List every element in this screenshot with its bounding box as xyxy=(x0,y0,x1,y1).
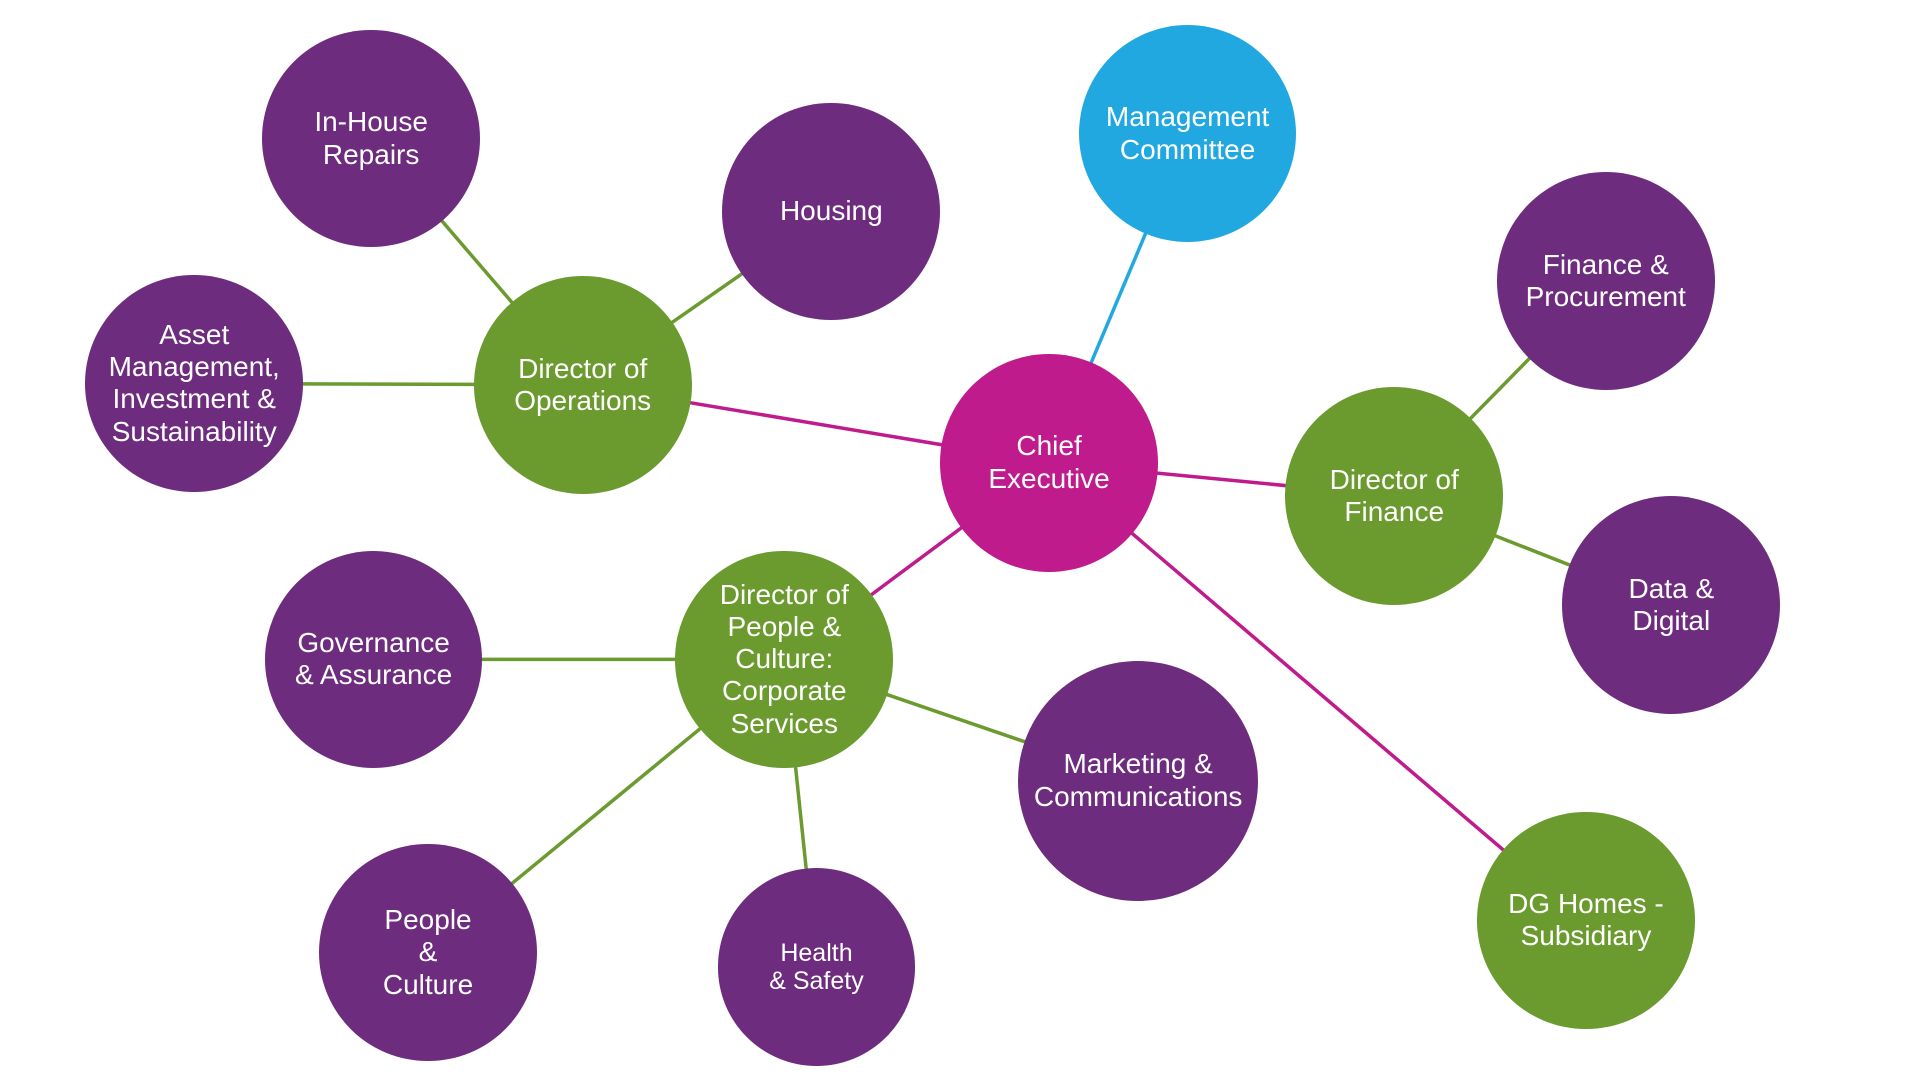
node-governance-assurance: Governance & Assurance xyxy=(264,550,483,769)
node-health-safety: Health & Safety xyxy=(717,868,916,1067)
node-asset-management: Asset Management, Investment & Sustainab… xyxy=(85,274,304,493)
node-director-of-finance: Director of Finance xyxy=(1285,387,1504,605)
node-label-asset-management: Asset Management, Investment & Sustainab… xyxy=(108,319,280,447)
node-label-marketing-communications: Marketing & Communications xyxy=(1033,748,1243,812)
node-finance-procurement: Finance & Procurement xyxy=(1496,171,1715,390)
node-label-director-of-operations: Director of Operations xyxy=(514,352,652,416)
node-housing: Housing xyxy=(722,102,941,321)
node-label-health-safety: Health & Safety xyxy=(769,938,864,996)
node-label-chief-executive: Chief Executive xyxy=(988,430,1110,494)
node-label-finance-procurement: Finance & Procurement xyxy=(1525,248,1686,312)
node-label-housing: Housing xyxy=(779,195,883,227)
node-director-of-operations: Director of Operations xyxy=(473,275,692,494)
node-label-in-house-repairs: In-House Repairs xyxy=(314,106,428,170)
node-label-management-committee: Management Committee xyxy=(1105,101,1270,165)
node-label-people-culture: People & Culture xyxy=(382,904,474,1000)
node-marketing-communications: Marketing & Communications xyxy=(1018,660,1259,901)
node-label-governance-assurance: Governance & Assurance xyxy=(294,627,453,691)
node-label-director-of-finance: Director of Finance xyxy=(1329,463,1459,528)
node-people-culture: People & Culture xyxy=(319,843,537,1062)
node-director-of-people-culture: Director of People & Culture: Corporate … xyxy=(675,550,894,769)
node-data-digital: Data & Digital xyxy=(1562,496,1781,714)
node-in-house-repairs: In-House Repairs xyxy=(262,29,480,248)
node-dg-homes-subsidiary: DG Homes - Subsidiary xyxy=(1477,811,1695,1030)
node-management-committee: Management Committee xyxy=(1078,24,1297,243)
node-label-director-of-people-culture: Director of People & Culture: Corporate … xyxy=(719,578,849,739)
connector-chief-executive-to-dg-homes-subsidiary xyxy=(1047,461,1588,922)
node-chief-executive: Chief Executive xyxy=(940,353,1158,572)
node-label-dg-homes-subsidiary: DG Homes - Subsidiary xyxy=(1508,888,1664,952)
node-label-data-digital: Data & Digital xyxy=(1628,572,1715,636)
